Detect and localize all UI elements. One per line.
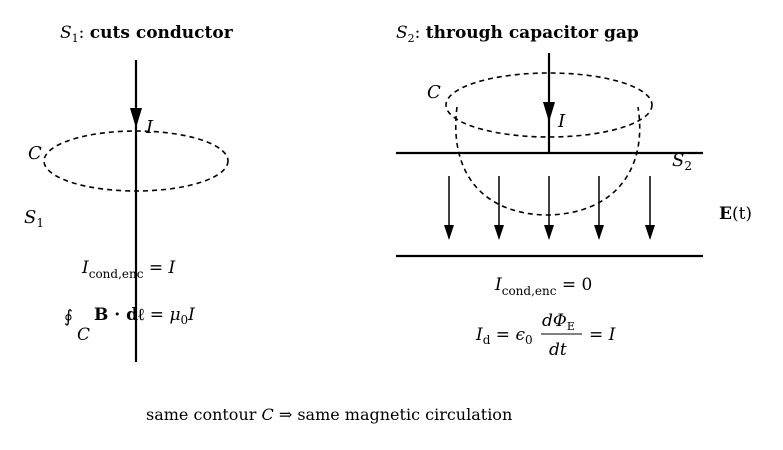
right-amperian-loop bbox=[445, 72, 653, 138]
e-field-arrowhead bbox=[544, 225, 554, 240]
contour-integral-symbol: ∮ bbox=[64, 307, 73, 327]
displacement-current-numerator: dΦE bbox=[542, 311, 575, 333]
right-current-arrowhead bbox=[543, 102, 555, 122]
left-enclosed-current-equation: Icond,enc = I bbox=[81, 258, 176, 281]
left-current-arrowhead bbox=[130, 108, 142, 128]
displacement-current-denominator: dt bbox=[549, 340, 567, 360]
e-field-arrowhead bbox=[594, 225, 604, 240]
right-panel: S2: through capacitor gap C I S2 E(t) bbox=[396, 23, 752, 360]
right-enclosed-current-equation: Icond,enc = 0 bbox=[494, 275, 592, 298]
bag-surface-s2 bbox=[455, 106, 641, 216]
e-field-arrowhead bbox=[444, 225, 454, 240]
left-panel-title: S1: cuts conductor bbox=[60, 23, 234, 45]
right-panel-title: S2: through capacitor gap bbox=[396, 23, 639, 45]
left-ampere-law-equation: B · dℓ = μ0I bbox=[94, 305, 195, 327]
left-amperian-loop bbox=[43, 130, 229, 192]
e-field-arrowhead bbox=[645, 225, 655, 240]
left-contour-label: C bbox=[28, 143, 42, 164]
left-integral-contour-label: C bbox=[77, 325, 90, 345]
right-contour-label: C bbox=[427, 82, 441, 103]
e-field-arrowhead bbox=[494, 225, 504, 240]
left-current-label: I bbox=[145, 117, 154, 138]
left-surface-label: S1 bbox=[24, 207, 44, 230]
right-surface-label: S2 bbox=[672, 150, 692, 173]
right-current-label: I bbox=[557, 111, 566, 132]
displacement-current-equation: Id = ϵ0 dΦE dt = I bbox=[475, 311, 616, 360]
figure-caption: same contour C ⇒ same magnetic circulati… bbox=[146, 405, 512, 424]
electric-field-arrows bbox=[444, 176, 655, 240]
electric-field-label: E(t) bbox=[719, 204, 752, 224]
displacement-current-lhs: Id = ϵ0 bbox=[475, 325, 533, 347]
displacement-current-rhs: = I bbox=[589, 325, 616, 345]
left-panel: S1: cuts conductor C I S1 Icond,enc = I … bbox=[24, 23, 234, 362]
